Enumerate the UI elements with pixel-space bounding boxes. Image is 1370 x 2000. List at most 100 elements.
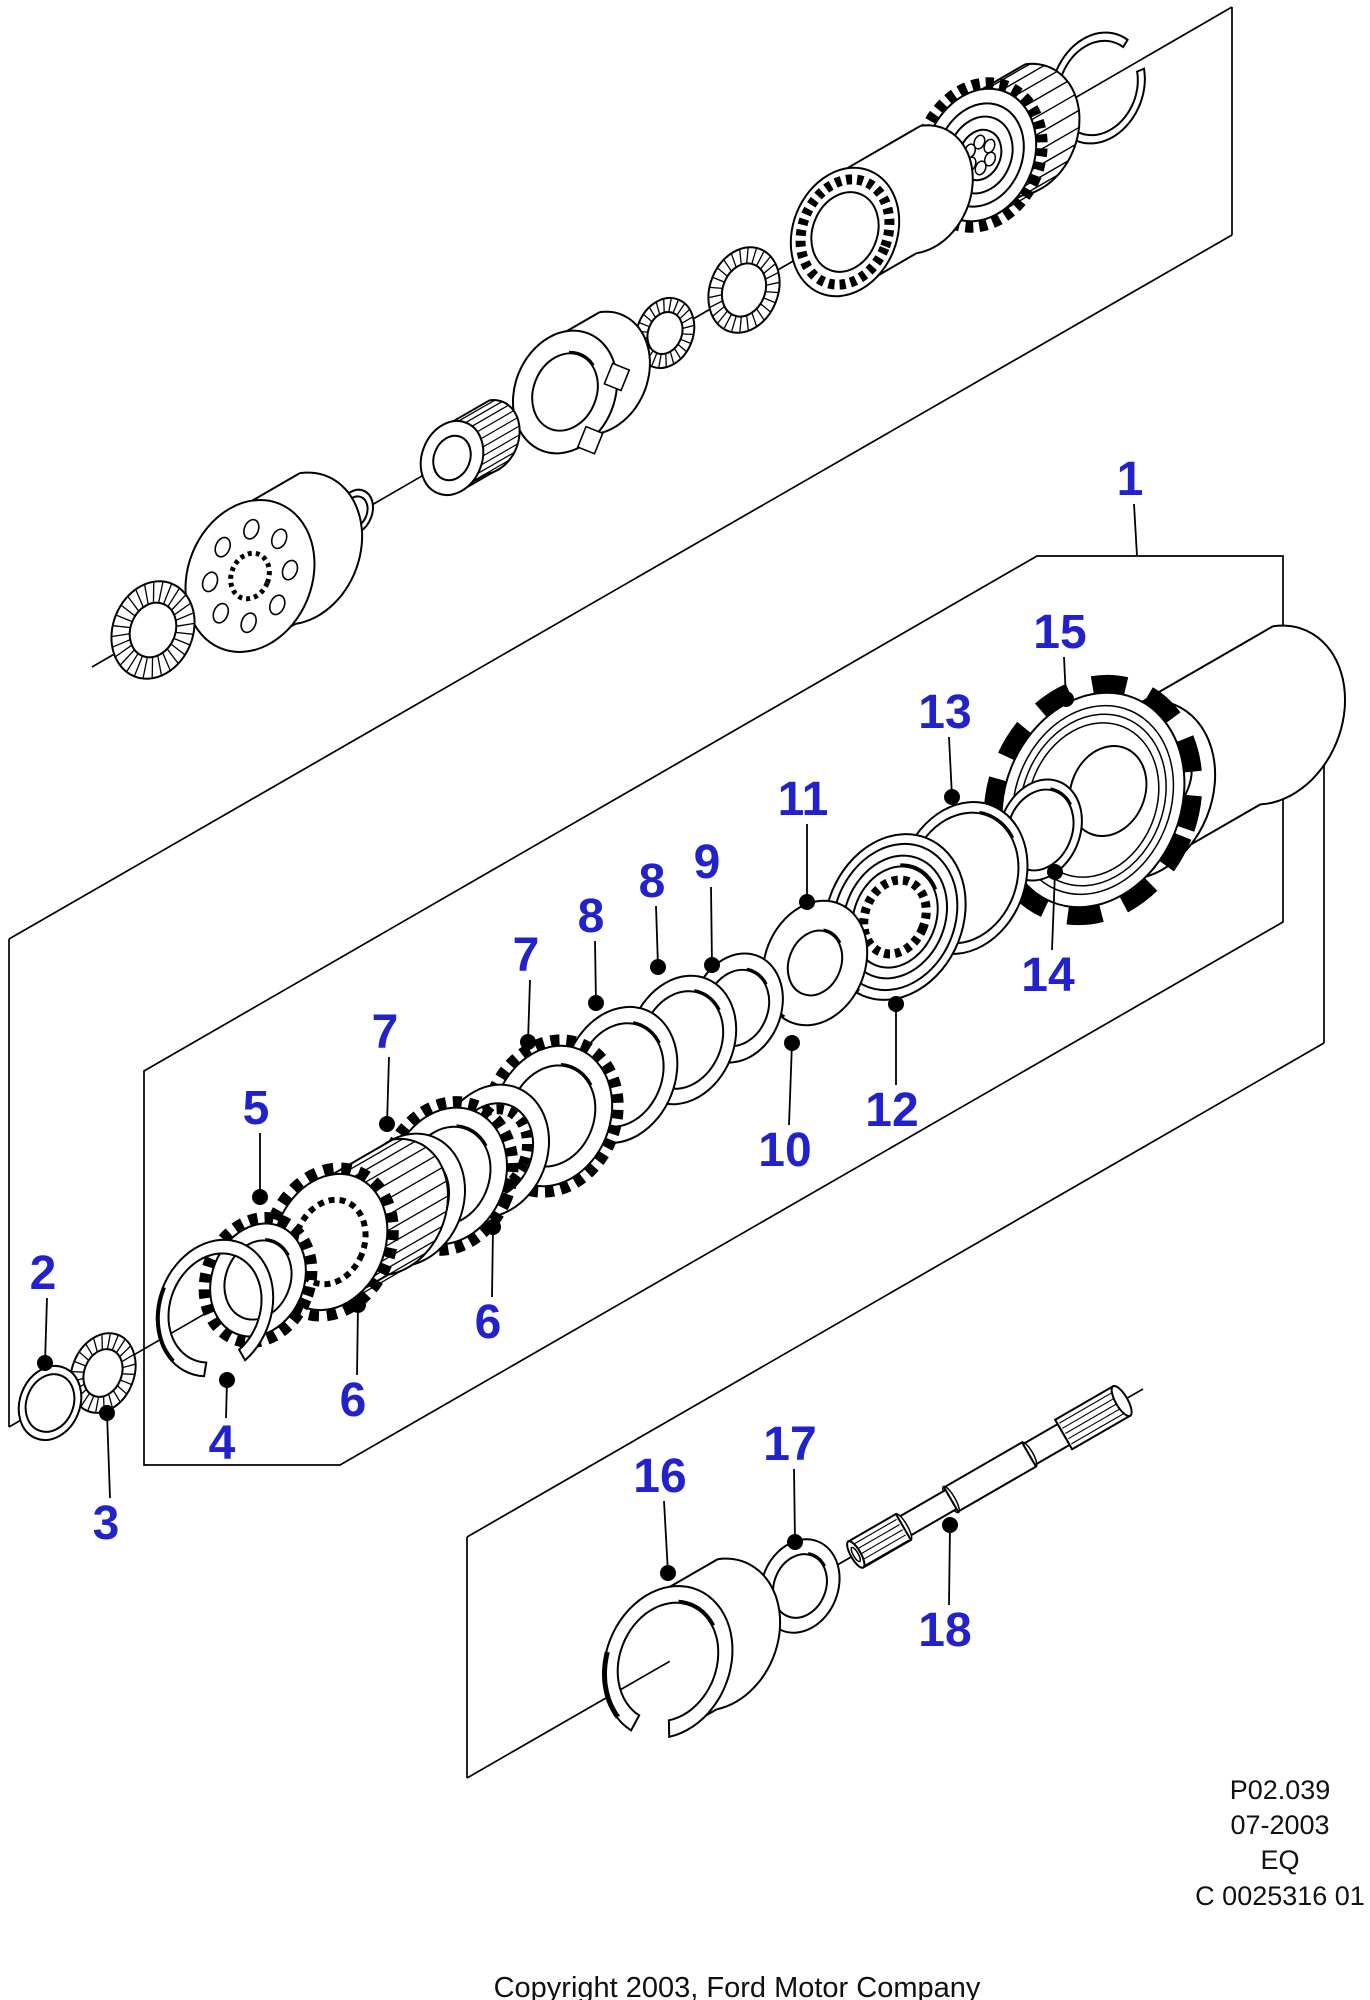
callout-6b: 6: [475, 1219, 502, 1349]
callout-dot-14: [1047, 864, 1063, 880]
callout-leader-9: [710, 886, 713, 966]
callout-dot-18: [942, 1517, 958, 1533]
callout-dot-11: [799, 894, 815, 910]
callout-leader-8b: [655, 905, 659, 968]
callout-leader-18: [948, 1524, 951, 1606]
callout-label-13: 13: [918, 686, 971, 739]
callout-label-15: 15: [1033, 606, 1086, 659]
callout-leader-16: [663, 1500, 669, 1574]
callout-dot-4: [219, 1372, 235, 1388]
callout-2: 2: [30, 1247, 57, 1371]
callout-15: 15: [1033, 606, 1087, 707]
callout-leader-10: [788, 1042, 793, 1126]
parts-layer: [17, 31, 1347, 1739]
callout-label-7a: 7: [372, 1006, 399, 1059]
callout-label-9: 9: [694, 836, 721, 889]
callout-dot-8a: [588, 995, 604, 1011]
part-slotted-hub: [511, 310, 651, 455]
callout-label-17: 17: [763, 1418, 816, 1471]
callout-18: 18: [918, 1517, 972, 1657]
part-thrust-washer-a: [110, 580, 196, 680]
part-output-shaft-18: [846, 1384, 1133, 1569]
callout-label-6a: 6: [340, 1374, 367, 1427]
callout-16: 16: [633, 1450, 687, 1581]
callout-label-8b: 8: [639, 855, 666, 908]
copyright-line: Copyright 2003, Ford Motor Company: [494, 1972, 981, 2000]
callout-6a: 6: [340, 1297, 367, 1427]
callout-label-5: 5: [243, 1082, 270, 1135]
callout-label-18: 18: [918, 1604, 971, 1657]
callout-leader-13: [948, 736, 953, 798]
callout-label-6b: 6: [475, 1296, 502, 1349]
callout-dot-16: [660, 1565, 676, 1581]
callout-label-7b: 7: [513, 929, 540, 982]
callout-dot-7b: [520, 1034, 536, 1050]
callout-label-11: 11: [778, 773, 829, 826]
callout-8b: 8: [639, 855, 666, 975]
callout-label-12: 12: [865, 1084, 918, 1137]
callout-dot-10: [784, 1035, 800, 1051]
callout-dot-2: [37, 1355, 53, 1371]
callout-leader-3: [106, 1412, 111, 1499]
callout-4: 4: [209, 1372, 236, 1470]
callout-leader-14: [1051, 871, 1056, 951]
callout-leader-17: [793, 1468, 796, 1543]
stamp-page-code: P02.039: [1230, 1775, 1331, 1805]
stamp-market-code: EQ: [1260, 1845, 1299, 1875]
callout-leader-7b: [527, 979, 531, 1043]
return-line-lower: [466, 1042, 1325, 1538]
callout-dot-17: [787, 1534, 803, 1550]
part-thrust-washer-b: [634, 297, 696, 369]
callout-leader-6a: [356, 1304, 359, 1376]
callout-label-1: 1: [1117, 453, 1144, 506]
callout-7b: 7: [513, 929, 540, 1050]
callout-dot-15: [1058, 691, 1074, 707]
callout-dot-9: [704, 957, 720, 973]
callout-leader-1: [1133, 503, 1138, 557]
part-thrust-washer-3: [69, 1332, 137, 1414]
callout-dot-12: [888, 996, 904, 1012]
callout-dot-8b: [650, 959, 666, 975]
reference-stamp: P02.039 07-2003 EQ C 0025316 01: [1195, 1775, 1365, 1911]
callout-dot-13: [944, 789, 960, 805]
callout-7a: 7: [372, 1006, 399, 1132]
return-line-upper: [8, 234, 1233, 940]
callout-label-14: 14: [1021, 949, 1075, 1002]
callout-label-2: 2: [30, 1247, 57, 1300]
callout-label-16: 16: [633, 1450, 686, 1503]
callout-17: 17: [763, 1418, 817, 1550]
callout-label-4: 4: [209, 1417, 236, 1470]
callout-leader-7a: [386, 1056, 390, 1125]
callout-leader-8a: [594, 940, 597, 1004]
part-bushing-16: [602, 1557, 782, 1739]
part-thrust-washer-c: [707, 246, 781, 334]
callout-12: 12: [865, 996, 919, 1137]
callout-11: 11: [778, 773, 829, 910]
callout-label-10: 10: [758, 1124, 811, 1177]
callout-3: 3: [93, 1405, 120, 1550]
callout-13: 13: [918, 686, 972, 805]
callout-14: 14: [1021, 864, 1075, 1002]
part-snap-ring-4: [155, 1238, 275, 1378]
callout-label-3: 3: [93, 1497, 120, 1550]
callout-5: 5: [243, 1082, 270, 1205]
callout-dot-5: [252, 1189, 268, 1205]
part-seal-ring-2: [17, 1365, 83, 1441]
callout-1: 1: [1117, 453, 1144, 557]
stamp-drawing-code: C 0025316 01: [1195, 1881, 1365, 1911]
callout-dot-6b: [485, 1219, 501, 1235]
part-needle-bearing: [419, 398, 521, 496]
assembly-boundary-panel: [143, 555, 1284, 1466]
callout-9: 9: [694, 836, 721, 973]
part-thrust-washer-17: [759, 1538, 841, 1634]
callout-leader-6b: [491, 1226, 494, 1298]
callout-leader-2: [44, 1297, 48, 1364]
part-planet-carrier-drum: [184, 471, 364, 653]
callout-label-8a: 8: [578, 890, 605, 943]
stamp-date-code: 07-2003: [1230, 1810, 1329, 1840]
callout-10: 10: [758, 1035, 812, 1177]
callout-dot-3: [99, 1405, 115, 1421]
